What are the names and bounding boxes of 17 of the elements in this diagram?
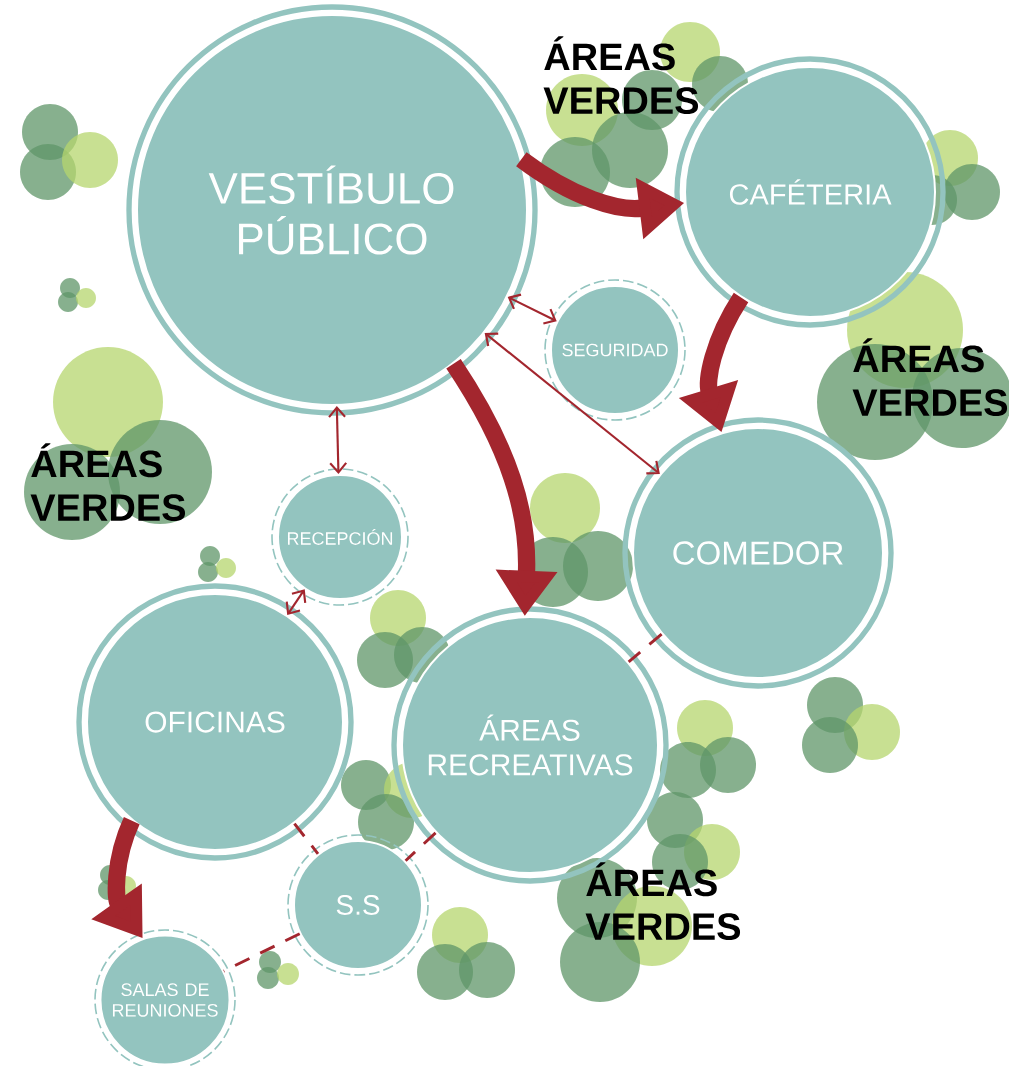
circle-node: SEGURIDAD	[544, 279, 686, 421]
double-arrow	[484, 332, 660, 475]
dashed-line	[293, 822, 320, 855]
circle-node: OFICINAS	[76, 583, 354, 861]
dashed-line	[223, 932, 301, 973]
double-arrow	[328, 405, 348, 475]
double-arrow	[507, 293, 557, 325]
area-label: ÁREAS VERDES	[30, 443, 186, 522]
double-arrow	[285, 589, 307, 616]
circle-node: COMEDOR	[622, 417, 894, 689]
dashed-line	[404, 831, 437, 862]
area-label: ÁREAS VERDES	[852, 338, 1008, 417]
circle-node: RECEPCIÓN	[271, 468, 409, 606]
circle-node: S.S	[287, 834, 429, 976]
circle-node: SALAS DE REUNIONES	[94, 929, 236, 1066]
dashed-line	[627, 633, 663, 664]
circle-node: VESTÍBULO PÚBLICO	[126, 4, 538, 416]
